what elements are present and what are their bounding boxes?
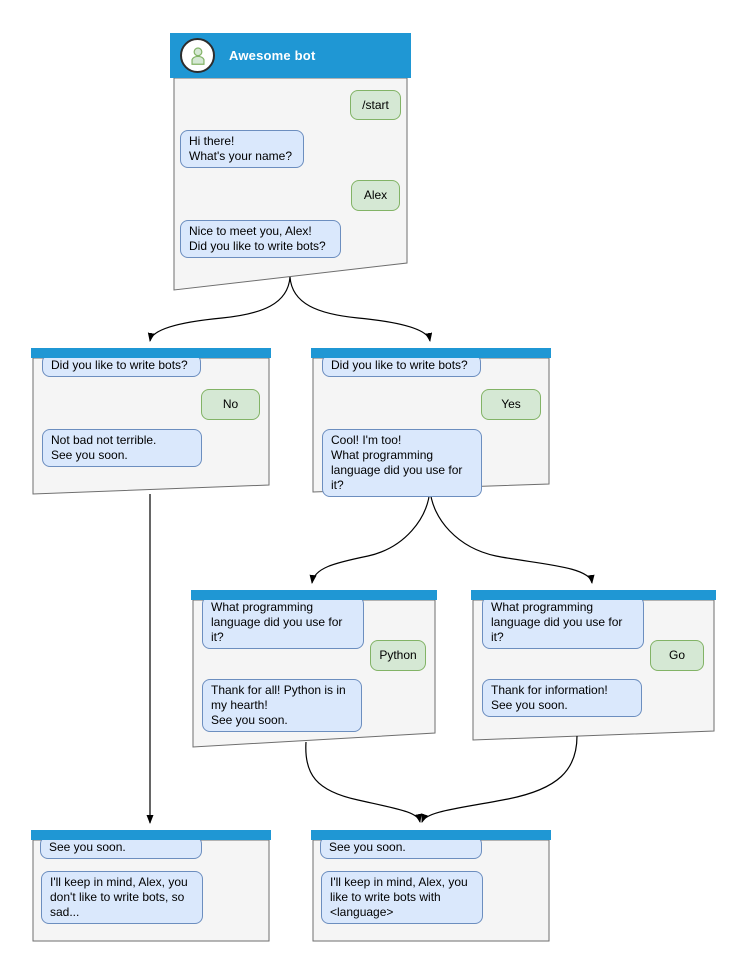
chat-window-header-end-yes [311,830,551,840]
person-icon [180,38,215,73]
connector-yes-to-python [309,488,431,584]
bot-message-cool: Cool! I'm too! What programming language… [322,429,482,497]
chat-window-header-branch-go [471,590,716,600]
bot-message-see-you-soon: See you soon. [320,836,482,859]
chat-window-header-branch-python [191,590,437,600]
chat-window-header-branch-yes [311,348,551,358]
bot-message-thanks-info: Thank for information! See you soon. [482,679,642,717]
chat-window-header-start: Awesome bot [170,33,411,78]
user-message-start: /start [350,90,401,120]
chat-window-title: Awesome bot [229,48,316,63]
user-message-name: Alex [351,180,400,211]
connector-start-to-no [147,276,291,342]
bot-message-thanks-python: Thank for all! Python is in my hearth! S… [202,679,362,732]
connector-start-to-yes [289,276,433,342]
user-message-python: Python [370,640,426,671]
bot-message-nice-to-meet: Nice to meet you, Alex! Did you like to … [180,220,341,258]
bot-message-keep-in-mind-no: I'll keep in mind, Alex, you don't like … [41,871,203,924]
user-message-yes: Yes [481,389,541,420]
bot-message-question-language: What programming language did you use fo… [202,596,364,649]
connector-go-to-end [421,735,578,823]
bot-message-greeting: Hi there! What's your name? [180,130,304,168]
user-message-go: Go [650,640,704,671]
user-message-no: No [201,389,260,420]
chat-window-body-branch-no [32,357,270,495]
bot-message-question-language: What programming language did you use fo… [482,596,644,649]
connector-python-to-end [305,741,422,823]
bot-message-question-bots: Did you like to write bots? [42,354,201,377]
bot-message-see-you-soon: See you soon. [40,836,202,859]
chat-window-header-branch-no [31,348,271,358]
connector-yes-to-go [429,488,595,584]
bot-message-keep-in-mind-yes: I'll keep in mind, Alex, you like to wri… [321,871,483,924]
chat-window-header-end-no [31,830,271,840]
bot-message-not-bad: Not bad not terrible. See you soon. [42,429,202,467]
